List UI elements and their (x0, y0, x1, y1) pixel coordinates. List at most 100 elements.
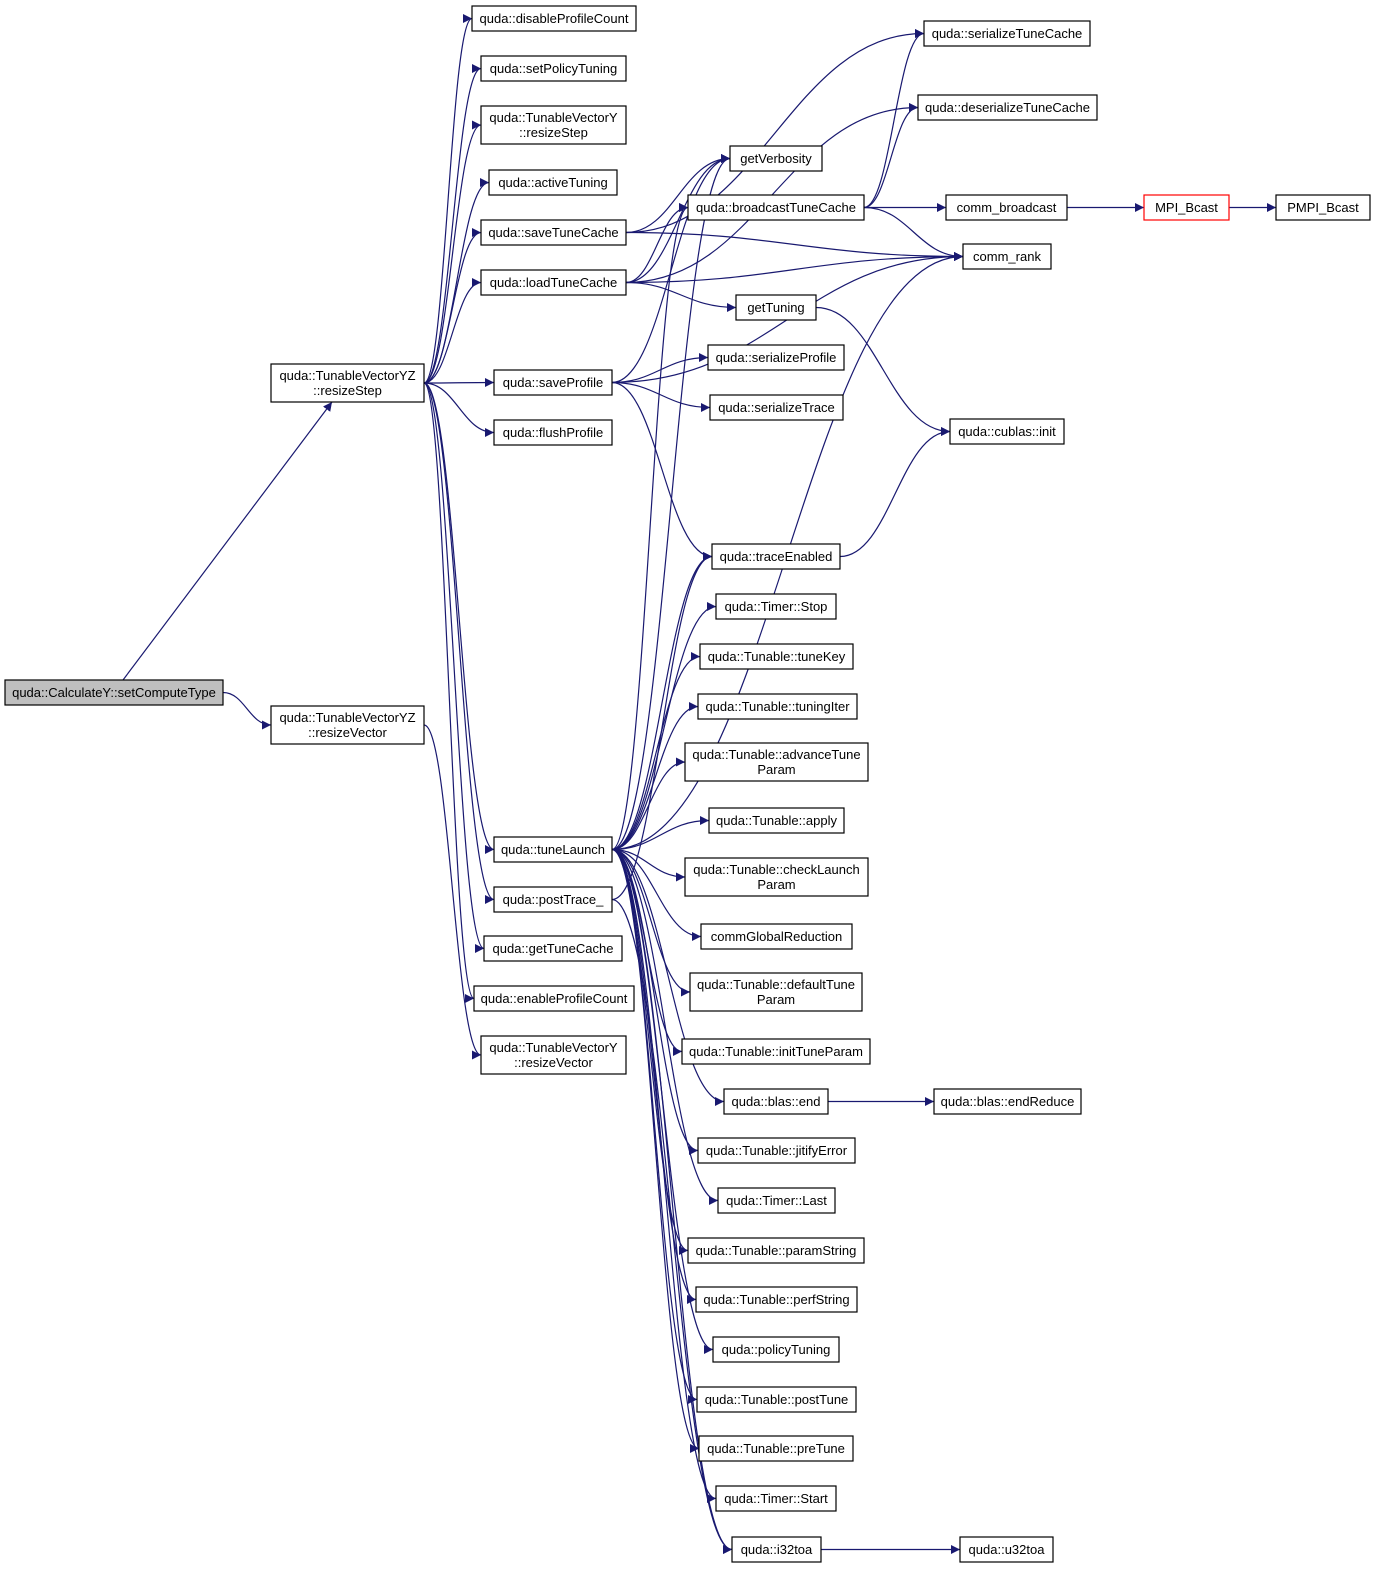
node-tune-key[interactable]: quda::Tunable::tuneKey (699, 643, 854, 670)
node-label: quda::Tunable::defaultTune (697, 977, 855, 992)
node-layer: quda::CalculateY::setComputeTypequda::Tu… (4, 5, 1371, 1563)
node-blas-end[interactable]: quda::blas::end (723, 1088, 829, 1115)
node-broadcast-tune-cache[interactable]: quda::broadcastTuneCache (687, 194, 865, 221)
node-pre-tune[interactable]: quda::Tunable::preTune (698, 1435, 854, 1462)
node-box (1275, 194, 1371, 221)
node-label: quda::saveProfile (503, 375, 603, 390)
node-blas-end-reduce[interactable]: quda::blas::endReduce (933, 1088, 1082, 1115)
node-apply[interactable]: quda::Tunable::apply (708, 807, 845, 834)
node-box (695, 1286, 858, 1313)
node-box (699, 643, 854, 670)
node-load-tune-cache[interactable]: quda::loadTuneCache (480, 269, 627, 296)
edge-tune-launch-to-advance-tune-param (611, 757, 686, 851)
node-label: quda::setPolicyTuning (490, 61, 617, 76)
node-label: quda::Tunable::advanceTune (692, 747, 860, 762)
node-timer-start[interactable]: quda::Timer::Start (715, 1485, 837, 1512)
node-post-tune[interactable]: quda::Tunable::postTune (696, 1386, 857, 1413)
node-label: quda::u32toa (969, 1542, 1046, 1557)
node-enable-profile-count[interactable]: quda::enableProfileCount (473, 985, 635, 1012)
node-label: quda::TunableVectorYZ (279, 368, 415, 383)
edge-broadcast-tune-cache-to-comm-rank (863, 206, 964, 261)
node-set-compute-type[interactable]: quda::CalculateY::setComputeType (4, 679, 224, 706)
node-active-tuning[interactable]: quda::activeTuning (488, 169, 618, 196)
node-label: quda::Timer::Stop (725, 599, 828, 614)
node-deserialize-tune-cache[interactable]: quda::deserializeTuneCache (917, 94, 1098, 121)
edge-save-tune-cache-to-get-verbosity (625, 154, 731, 234)
node-get-verbosity[interactable]: getVerbosity (729, 145, 823, 172)
node-save-tune-cache[interactable]: quda::saveTuneCache (480, 219, 627, 246)
edge-tune-launch-to-blas-end (611, 848, 725, 1106)
node-get-tune-cache[interactable]: quda::getTuneCache (483, 935, 623, 962)
node-pmpi-bcast[interactable]: PMPI_Bcast (1275, 194, 1371, 221)
node-serialize-trace[interactable]: quda::serializeTrace (709, 394, 844, 421)
node-save-profile[interactable]: quda::saveProfile (493, 369, 613, 396)
node-timer-stop[interactable]: quda::Timer::Stop (715, 593, 837, 620)
node-box (917, 94, 1098, 121)
node-comm-broadcast[interactable]: comm_broadcast (945, 194, 1068, 221)
node-comm-global-reduction[interactable]: commGlobalReduction (700, 923, 853, 950)
node-trace-enabled[interactable]: quda::traceEnabled (711, 543, 841, 570)
node-box (723, 1088, 829, 1115)
node-policy-tuning[interactable]: quda::policyTuning (712, 1336, 840, 1363)
node-serialize-tune-cache[interactable]: quda::serializeTuneCache (923, 20, 1091, 47)
node-jitify-error[interactable]: quda::Tunable::jitifyError (697, 1137, 856, 1164)
node-disable-profile-count[interactable]: quda::disableProfileCount (471, 5, 637, 32)
node-label: quda::saveTuneCache (488, 225, 618, 240)
node-u32toa[interactable]: quda::u32toa (959, 1536, 1054, 1563)
edge-tune-launch-to-apply (611, 816, 710, 851)
node-i32toa[interactable]: quda::i32toa (731, 1536, 822, 1563)
edge-tune-launch-to-timer-start (611, 848, 717, 1503)
node-label: quda::Tunable::postTune (705, 1392, 849, 1407)
edge-resize-step-yz-to-flush-profile (423, 382, 495, 437)
node-comm-rank[interactable]: comm_rank (962, 243, 1052, 270)
node-label: quda::broadcastTuneCache (696, 200, 856, 215)
node-timer-last[interactable]: quda::Timer::Last (717, 1187, 836, 1214)
node-label: Param (757, 762, 795, 777)
node-box (697, 693, 858, 720)
edge-save-tune-cache-to-comm-rank (625, 231, 964, 261)
node-cublas-init[interactable]: quda::cublas::init (949, 418, 1065, 445)
edge-load-tune-cache-to-get-tuning (625, 281, 737, 312)
node-box (488, 169, 618, 196)
node-box (707, 344, 845, 371)
node-box (715, 593, 837, 620)
edge-tune-launch-to-check-launch-param (611, 848, 686, 882)
node-box (493, 369, 613, 396)
node-label: quda::i32toa (741, 1542, 813, 1557)
node-label: quda::Tunable::tuneKey (708, 649, 846, 664)
node-resize-step-yz[interactable]: quda::TunableVectorYZ::resizeStep (270, 363, 425, 403)
node-param-string[interactable]: quda::Tunable::paramString (687, 1237, 865, 1264)
node-box (715, 1485, 837, 1512)
edge-set-compute-type-to-resize-step-yz (122, 401, 333, 681)
node-label: quda::tuneLaunch (501, 842, 605, 857)
node-perf-string[interactable]: quda::Tunable::perfString (695, 1286, 858, 1313)
node-flush-profile[interactable]: quda::flushProfile (493, 419, 613, 446)
node-resize-vector-yz[interactable]: quda::TunableVectorYZ::resizeVector (270, 705, 425, 745)
node-resize-vector-y[interactable]: quda::TunableVectorY::resizeVector (480, 1035, 627, 1075)
node-init-tune-param[interactable]: quda::Tunable::initTuneParam (681, 1038, 871, 1065)
node-box (4, 679, 224, 706)
node-serialize-profile[interactable]: quda::serializeProfile (707, 344, 845, 371)
node-post-trace[interactable]: quda::postTrace_ (493, 886, 613, 913)
node-box (270, 705, 425, 745)
node-label: ::resizeVector (514, 1055, 593, 1070)
edge-resize-step-yz-to-resize-step-y (423, 120, 482, 384)
node-get-tuning[interactable]: getTuning (735, 294, 817, 321)
node-label: quda::blas::end (732, 1094, 821, 1109)
node-mpi-bcast[interactable]: MPI_Bcast (1143, 194, 1230, 221)
node-resize-step-y[interactable]: quda::TunableVectorY::resizeStep (480, 105, 627, 145)
node-label: quda::TunableVectorYZ (279, 710, 415, 725)
edge-resize-step-yz-to-get-tune-cache (423, 382, 485, 953)
node-label: quda::CalculateY::setComputeType (12, 685, 216, 700)
node-tuning-iter[interactable]: quda::Tunable::tuningIter (697, 693, 858, 720)
node-label: quda::flushProfile (503, 425, 603, 440)
node-set-policy-tuning[interactable]: quda::setPolicyTuning (480, 55, 627, 82)
node-box (697, 1137, 856, 1164)
edge-resize-vector-yz-to-resize-vector-y (423, 724, 482, 1060)
node-label: quda::serializeTrace (718, 400, 835, 415)
node-tune-launch[interactable]: quda::tuneLaunch (493, 836, 613, 863)
edge-save-profile-to-serialize-trace (611, 381, 711, 412)
